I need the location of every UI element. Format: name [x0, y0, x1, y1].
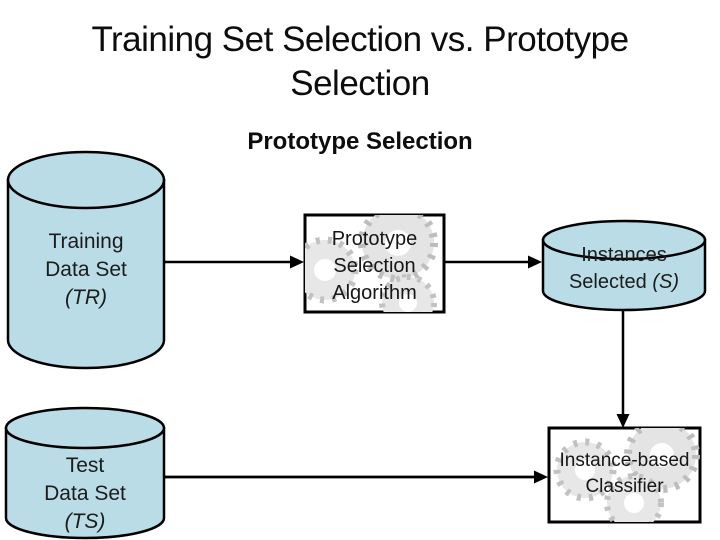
classifier-label-line2: Classifier — [585, 476, 664, 497]
training-label-tr: (TR) — [65, 286, 107, 309]
arrow-test-to-classifier — [164, 470, 548, 484]
gears-watermark-icon — [305, 215, 438, 312]
training-label-line2: Data Set — [45, 258, 127, 281]
slide-title-line1: Training Set Selection vs. Prototype — [91, 20, 629, 59]
test-label-ts: (TS) — [64, 510, 106, 533]
instances-selected-label: Instances Selected(S) — [543, 242, 705, 296]
slide-title-line2: Selection — [290, 64, 430, 103]
arrow-instances-to-classifier — [616, 310, 630, 428]
classifier-label-line1: Instance-based — [559, 450, 690, 471]
test-label-line2: Data Set — [44, 482, 126, 505]
instances-label-line1: Instances — [581, 244, 667, 266]
arrow-training-to-psbox — [164, 255, 304, 269]
instance-based-classifier-box — [547, 426, 702, 524]
test-dataset-cylinder — [4, 406, 166, 540]
prototype-selection-box — [303, 213, 446, 314]
test-label-line1: Test — [65, 454, 105, 477]
instances-selected-cylinder — [541, 219, 707, 312]
test-dataset-label: Test Data Set (TS) — [6, 452, 164, 536]
training-dataset-cylinder — [6, 150, 166, 370]
training-dataset-label: Training Data Set (TR) — [8, 228, 164, 312]
slide-title: Training Set Selection vs. Prototype Sel… — [0, 18, 720, 106]
slide-subtitle: Prototype Selection — [247, 128, 473, 155]
instances-label-selected: Selected — [568, 271, 647, 293]
psbox-label-line2: Selection — [333, 255, 416, 277]
gears-watermark-icon — [553, 428, 700, 522]
training-label-line1: Training — [48, 230, 124, 253]
classifier-box-label: Instance-based Classifier — [549, 448, 700, 500]
instances-label-line2: Selected(S) — [543, 269, 705, 296]
instances-label-s: (S) — [652, 271, 680, 293]
psbox-label-line1: Prototype — [331, 228, 418, 250]
psbox-label-line3: Algorithm — [332, 282, 417, 304]
arrow-psbox-to-instances — [444, 255, 542, 269]
prototype-selection-box-label: Prototype Selection Algorithm — [305, 226, 444, 307]
